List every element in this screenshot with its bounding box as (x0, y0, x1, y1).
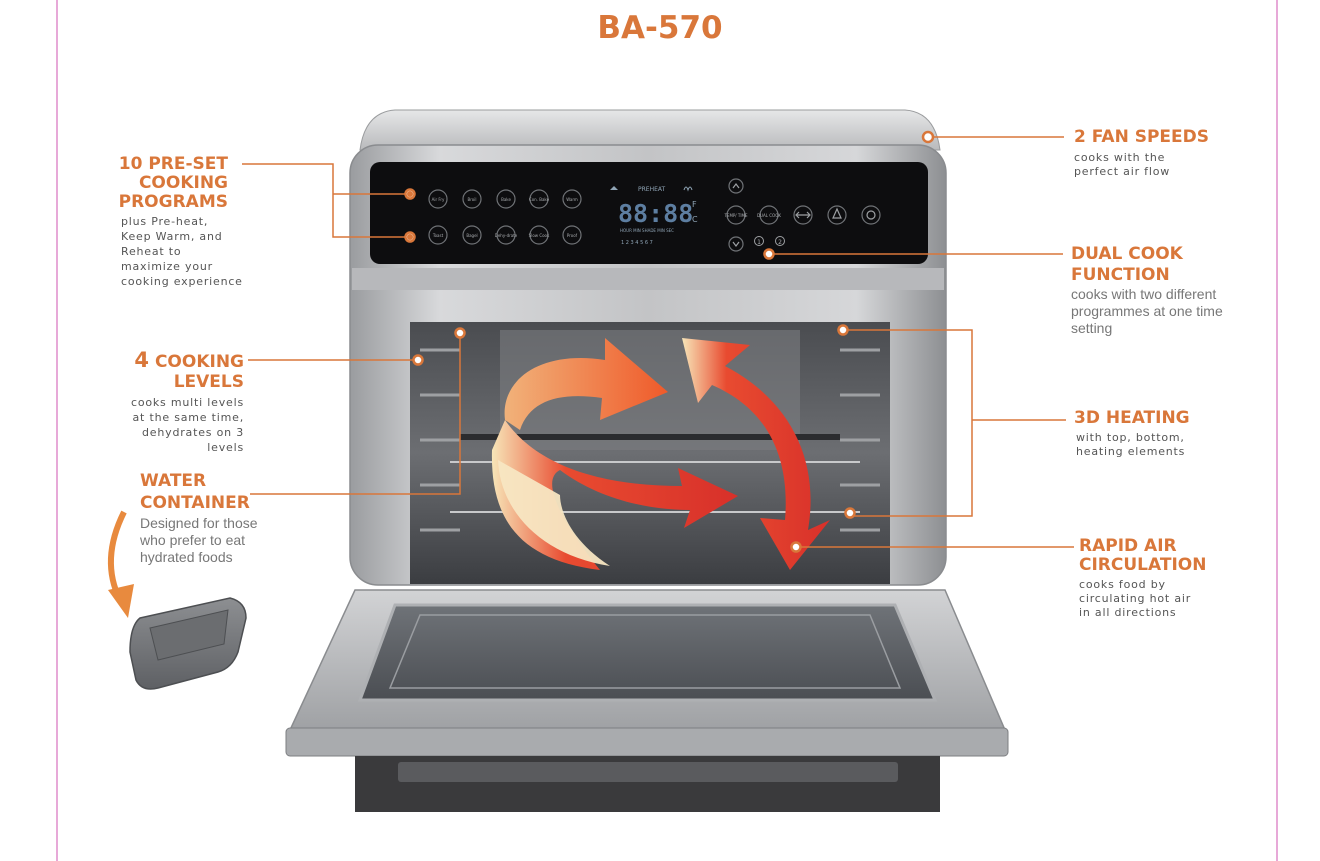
frame-left-line (56, 0, 58, 861)
heating-desc-line2: heating elements (1076, 445, 1186, 458)
levels-desc-line1: cooks multi levels (130, 396, 244, 409)
preset-desc-line2: Keep Warm, and (121, 230, 223, 243)
chevron-down-icon (732, 241, 740, 247)
heat-icon (683, 186, 693, 192)
panel-btn-label: Air Fry (432, 197, 445, 202)
levels-title-line2: LEVELS (173, 372, 244, 392)
panel-btn-label: Proof (567, 233, 578, 238)
panel-btn-label: Bake (501, 197, 511, 202)
water-desc-line2: who prefer to eat (140, 532, 246, 548)
dual-title-line1: DUAL COOK (1071, 244, 1183, 264)
water-desc-line3: hydrated foods (140, 549, 233, 565)
panel-btn-label: DUAL COOK (757, 213, 781, 218)
display-unit-c: C (692, 215, 698, 224)
fan-desc-line2: perfect air flow (1074, 165, 1171, 178)
panel-btn-label: Toast (432, 233, 444, 238)
dual-desc-line2: programmes at one time (1071, 303, 1223, 319)
fan-icon (610, 186, 618, 190)
water-desc-line1: Designed for those (140, 515, 258, 531)
dual-desc-line3: setting (1071, 320, 1113, 336)
display-level-row: 1 2 3 4 5 6 7 (621, 240, 653, 246)
display-unit-f: F (692, 200, 697, 209)
heating-desc-line1: with top, bottom, (1076, 431, 1185, 444)
panel-btn-label: TEMP/ TIME (723, 213, 748, 218)
levels-desc-line4: levels (207, 441, 244, 454)
callout-dot (763, 248, 775, 260)
levels-title-line1: 4 COOKING (100, 348, 244, 372)
callout-dot (844, 507, 856, 519)
light-icon (832, 207, 842, 219)
rapid-title-line2: CIRCULATION (1079, 555, 1207, 575)
rapid-desc-line3: in all directions (1079, 606, 1177, 619)
fan-title: 2 FAN SPEEDS (1074, 127, 1209, 147)
dual-desc-line1: cooks with two different (1071, 286, 1217, 302)
panel-btn-label: Con. Bake (529, 197, 550, 202)
callout-dot (412, 354, 424, 366)
preset-title-line3: PROGRAMS (118, 192, 228, 212)
display-digits: 88:88 (618, 199, 693, 228)
power-icon (866, 210, 876, 220)
callout-dot (921, 130, 935, 144)
water-title-line1: WATER (140, 471, 207, 491)
page-title: BA-570 (597, 10, 723, 46)
panel-btn-label: Bagel (466, 233, 477, 238)
preset-desc-line3: Reheat to (121, 245, 182, 258)
panel-btn-label: Warm (566, 197, 578, 202)
preset-desc-line5: cooking experience (121, 275, 243, 288)
levels-title-word: COOKING (154, 352, 244, 372)
levels-desc-line3: dehydrates on 3 (142, 426, 244, 439)
rapid-title-line1: RAPID AIR (1079, 536, 1177, 556)
frame-right-line (1276, 0, 1278, 861)
preset-desc-line1: plus Pre-heat, (121, 215, 209, 228)
levels-number: 4 (134, 348, 150, 372)
preset-desc-line4: maximize your (121, 260, 213, 273)
preset-title-line2: COOKING (138, 173, 228, 193)
panel-btn-label: Slow Cook (529, 233, 550, 238)
water-title-line2: CONTAINER (140, 493, 250, 513)
fan-desc-line1: cooks with the (1074, 151, 1166, 164)
callout-dot (454, 327, 466, 339)
callout-dot (837, 324, 849, 336)
preset-title-line1: 10 PRE-SET (118, 154, 228, 174)
display: PREHEAT 88:88 F C HOUR MIN SHADE MIN SEC… (610, 186, 698, 246)
display-preheat: PREHEAT (638, 186, 666, 193)
callout-dot (790, 541, 802, 553)
panel-btn-label: Dehy-drate (495, 233, 518, 238)
dual-title-line2: FUNCTION (1071, 265, 1170, 285)
rapid-desc-line2: circulating hot air (1079, 592, 1192, 605)
dual-indicator-2: 2 (778, 239, 782, 246)
dual-indicator-1: 1 (757, 239, 761, 246)
control-panel (370, 162, 928, 264)
panel-btn-label: Broil (468, 197, 477, 202)
chevron-up-icon (732, 183, 740, 189)
levels-desc-line2: at the same time, (132, 411, 244, 424)
rapid-desc-line1: cooks food by (1079, 578, 1166, 591)
heating-title: 3D HEATING (1074, 408, 1190, 428)
display-units-row: HOUR MIN SHADE MIN SEC (620, 228, 674, 233)
swap-arrows-icon (795, 211, 811, 219)
